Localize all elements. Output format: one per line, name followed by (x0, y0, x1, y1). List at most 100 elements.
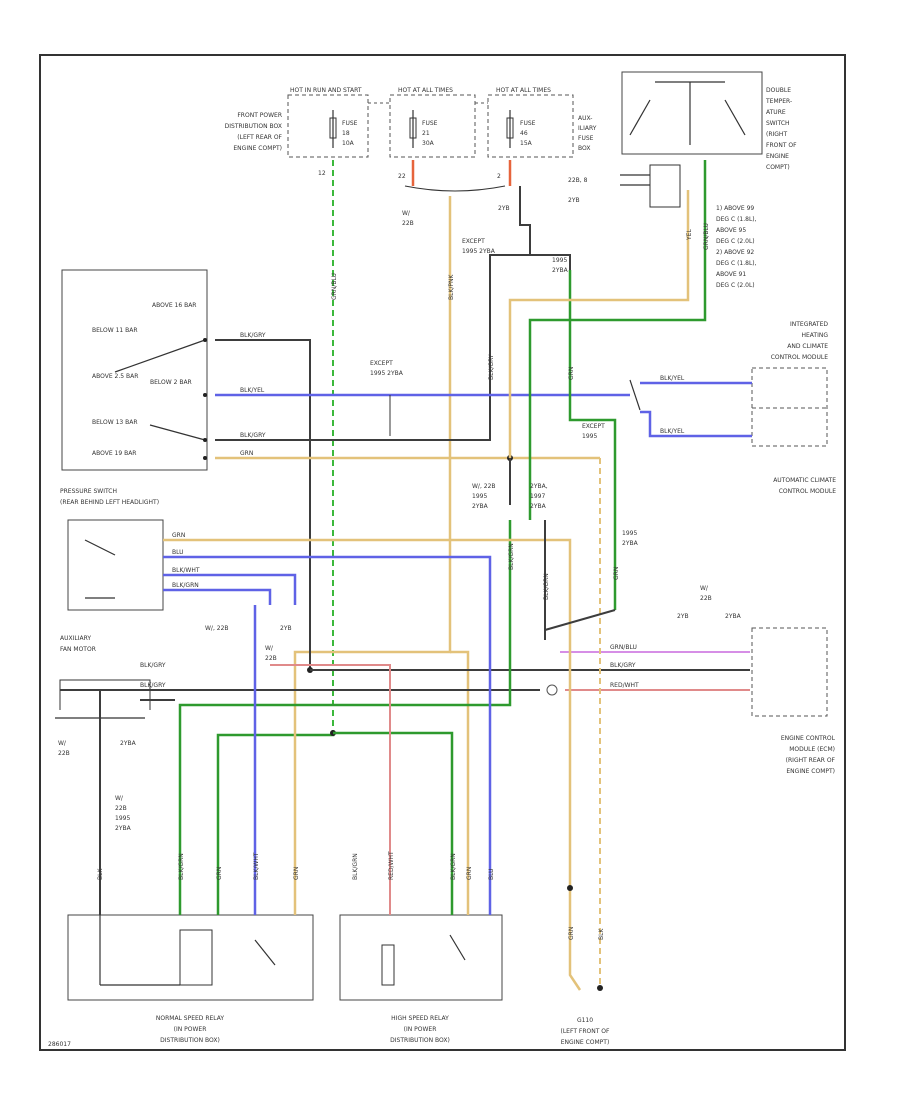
ground-label: G110 (LEFT FRONT OF ENGINE COMPT) (561, 1017, 611, 1046)
aux-fan-motor-label: AUXILIARY FAN MOTOR (60, 635, 96, 653)
svg-text:ATURE: ATURE (766, 109, 786, 116)
svg-text:HIGH SPEED RELAY: HIGH SPEED RELAY (391, 1015, 449, 1022)
svg-text:HEATING: HEATING (801, 332, 828, 339)
fuse3-number: 46 (520, 130, 528, 137)
svg-text:AND CLIMATE: AND CLIMATE (787, 343, 828, 350)
fuse2-label: FUSE (422, 120, 438, 127)
svg-text:DISTRIBUTION BOX): DISTRIBUTION BOX) (390, 1037, 450, 1044)
svg-text:(IN POWER: (IN POWER (174, 1026, 207, 1033)
svg-text:ENGINE COMPT): ENGINE COMPT) (233, 145, 282, 152)
svg-text:2YBA: 2YBA (115, 825, 132, 832)
svg-text:ABOVE 16 BAR: ABOVE 16 BAR (152, 302, 196, 309)
svg-text:W/, 22B: W/, 22B (472, 483, 496, 490)
normal-speed-relay (67, 914, 314, 1001)
fuse2-hot-label: HOT AT ALL TIMES (398, 87, 453, 94)
svg-text:2YB: 2YB (677, 613, 689, 620)
label-grn: GRN (240, 450, 253, 457)
svg-text:FAN MOTOR: FAN MOTOR (60, 646, 96, 653)
svg-text:BLK/GRY: BLK/GRY (488, 354, 495, 380)
svg-text:SWITCH: SWITCH (766, 120, 790, 127)
label-grn-2: GRN (172, 532, 185, 539)
wire-green-normal-relay (178, 520, 512, 915)
wire-yellow-high-relay (450, 650, 470, 915)
label-blu-blk-2: BLK/YEL (660, 428, 685, 435)
high-speed-relay (339, 914, 503, 1001)
label-blk-gry-1: BLK/GRY (240, 332, 266, 339)
svg-text:2YB: 2YB (498, 205, 510, 212)
svg-text:1995: 1995 (552, 257, 567, 264)
wire-black-upper (215, 186, 531, 441)
svg-text:(REAR BEHIND LEFT HEADLIGHT): (REAR BEHIND LEFT HEADLIGHT) (60, 499, 159, 506)
svg-text:1995: 1995 (472, 493, 487, 500)
svg-text:PRESSURE SWITCH: PRESSURE SWITCH (60, 488, 117, 495)
label-blk-wht: BLK/WHT (172, 567, 200, 574)
svg-text:BLU: BLU (488, 868, 495, 880)
svg-text:ILIARY: ILIARY (578, 125, 597, 132)
front-power-box-label: FRONT POWER DISTRIBUTION BOX (LEFT REAR … (225, 112, 283, 152)
svg-text:2YBA: 2YBA (120, 740, 137, 747)
svg-text:BLK/GRN: BLK/GRN (543, 573, 550, 600)
svg-text:1995 2YBA: 1995 2YBA (462, 248, 496, 255)
fuse1-amps: 10A (342, 140, 355, 147)
svg-text:DEG C (1.8L),: DEG C (1.8L), (716, 216, 757, 223)
svg-text:2YBA: 2YBA (725, 613, 742, 620)
label-blk-gry-5: BLK/GRY (610, 662, 636, 669)
svg-text:GRN: GRN (293, 867, 300, 880)
svg-text:FUSE: FUSE (578, 135, 594, 142)
svg-text:2YBA: 2YBA (622, 540, 639, 547)
wire-black-gray-1 (215, 339, 311, 670)
pressure-switch-label: PRESSURE SWITCH (REAR BEHIND LEFT HEADLI… (60, 488, 159, 506)
svg-text:2YB: 2YB (280, 625, 292, 632)
label-blu-blk: BLK/YEL (660, 375, 685, 382)
svg-text:2: 2 (497, 173, 501, 180)
svg-text:DEG C (1.8L),: DEG C (1.8L), (716, 260, 757, 267)
svg-text:MODULE (ECM): MODULE (ECM) (789, 746, 835, 753)
svg-text:(IN POWER: (IN POWER (404, 1026, 437, 1033)
svg-text:G110: G110 (577, 1017, 593, 1024)
label-red-wht: RED/WHT (610, 682, 639, 689)
svg-text:BELOW 13 BAR: BELOW 13 BAR (92, 419, 138, 426)
svg-text:12: 12 (318, 170, 326, 177)
svg-text:BLK/PNK: BLK/PNK (448, 273, 455, 300)
svg-text:AUX-: AUX- (578, 115, 592, 122)
wire-yellow-temp-switch (508, 190, 690, 458)
svg-text:W/: W/ (265, 645, 274, 652)
except-1995-note-2: EXCEPT 1995 2YBA (370, 360, 404, 377)
svg-text:1995: 1995 (582, 433, 597, 440)
svg-text:GRN/BLU: GRN/BLU (331, 273, 338, 300)
label-blk-yel: BLK/YEL (240, 387, 265, 394)
svg-text:INTEGRATED: INTEGRATED (790, 321, 828, 328)
svg-text:ABOVE 95: ABOVE 95 (716, 227, 746, 234)
svg-text:2YBA: 2YBA (472, 503, 489, 510)
svg-text:DEG C (2.0L): DEG C (2.0L) (716, 238, 755, 245)
high-relay-label: HIGH SPEED RELAY (IN POWER DISTRIBUTION … (390, 1015, 450, 1044)
svg-text:22: 22 (398, 173, 406, 180)
svg-text:EXCEPT: EXCEPT (462, 238, 485, 245)
svg-text:AUXILIARY: AUXILIARY (60, 635, 91, 642)
svg-text:BLK/GRN: BLK/GRN (178, 853, 185, 880)
svg-text:2) ABOVE 92: 2) ABOVE 92 (716, 249, 754, 256)
svg-text:BLK/GRN: BLK/GRN (450, 853, 457, 880)
label-blk-grn: BLK/GRN (172, 582, 199, 589)
label-blk-gry-4: BLK/GRY (140, 682, 166, 689)
year-1995-note-2: 1995 2YBA (622, 530, 639, 547)
pressure-switch-contacts: ABOVE 16 BAR BELOW 11 BAR ABOVE 2.5 BAR … (92, 302, 207, 460)
svg-text:ABOVE 19 BAR: ABOVE 19 BAR (92, 450, 136, 457)
svg-text:1995: 1995 (622, 530, 637, 537)
fuse1-hot-label: HOT IN RUN AND START (290, 87, 362, 94)
svg-text:22B: 22B (402, 220, 414, 227)
integrated-module-label: INTEGRATED HEATING AND CLIMATE CONTROL M… (771, 321, 829, 361)
fuse1-number: 18 (342, 130, 350, 137)
corner-code: 286017 (48, 1041, 71, 1048)
svg-text:GRN: GRN (466, 867, 473, 880)
svg-text:ENGINE CONTROL: ENGINE CONTROL (781, 735, 836, 742)
svg-text:2YBA: 2YBA (530, 503, 547, 510)
svg-text:DISTRIBUTION BOX): DISTRIBUTION BOX) (160, 1037, 220, 1044)
label-grn-blu: GRN/BLU (610, 644, 637, 651)
fuse1-label: FUSE (342, 120, 358, 127)
svg-text:(LEFT FRONT OF: (LEFT FRONT OF (561, 1028, 611, 1035)
svg-text:22B, 8: 22B, 8 (568, 177, 588, 184)
engine-control-module (751, 627, 828, 717)
wire-red-high-relay (270, 664, 391, 915)
